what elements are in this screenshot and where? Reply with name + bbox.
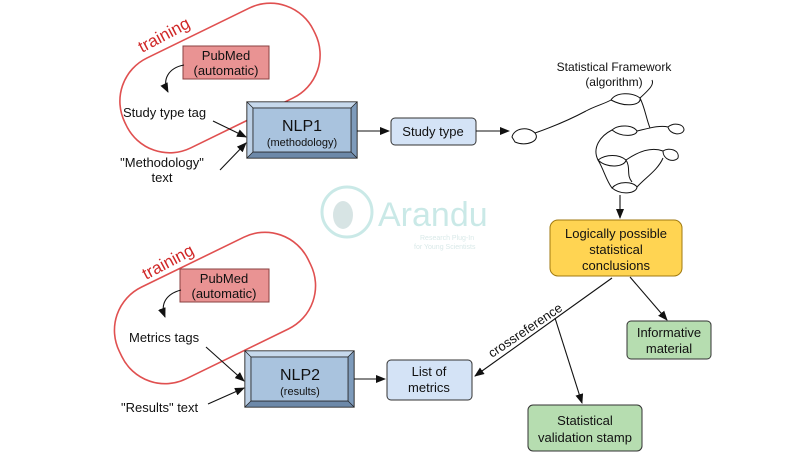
stamp-line1: Statistical [557, 413, 613, 428]
top-training-group: training PubMed (automatic) Study type t… [119, 2, 321, 154]
conclusions-to-stamp-arrow [554, 317, 584, 404]
bottom-tag-label: Metrics tags [129, 330, 200, 345]
informative-box [626, 320, 712, 360]
bottom-text-label: "Results" text [121, 400, 199, 415]
conclusions-to-informative-arrow [629, 276, 668, 321]
bottom-pubmed-arrow [158, 289, 182, 318]
watermark-name: Arandu [378, 196, 488, 234]
nlp1-title: NLP1 [282, 118, 322, 135]
arandu-figure-icon [333, 201, 353, 229]
top-pubmed-line1: PubMed [202, 48, 250, 63]
top-pubmed-box [182, 45, 270, 80]
conclusions-line2: statistical [589, 242, 643, 257]
watermark-tagline-2: for Young Scientists [414, 244, 476, 251]
arandu-watermark: Arandu Research Plug-In for Young Scient… [320, 185, 488, 251]
bottom-pubmed-box [179, 268, 270, 303]
bottom-tag-arrow [205, 346, 245, 382]
crossreference-arrow [474, 277, 613, 377]
top-text-line2: text [152, 170, 173, 185]
top-tag-arrow [212, 120, 247, 138]
top-tag-label: Study type tag [123, 105, 206, 120]
conclusions-box [549, 219, 683, 277]
nlp2-box: NLP2 (results) [244, 350, 355, 408]
top-pubmed-arrow [160, 64, 185, 93]
informative-line2: material [646, 341, 692, 356]
framework-title: Statistical Framework [557, 60, 673, 74]
stamp-line2: validation stamp [538, 430, 632, 445]
top-text-arrow [219, 142, 247, 171]
arandu-logo-icon [320, 185, 374, 239]
nlp1-subtitle: (methodology) [267, 137, 337, 149]
conclusions-line1: Logically possible [565, 226, 667, 241]
bottom-training-outline [113, 231, 317, 385]
watermark-tagline-1: Research Plug-In [420, 235, 474, 242]
study-type-label: Study type [402, 124, 463, 139]
bottom-text-arrow [207, 387, 245, 405]
stamp-box [527, 404, 643, 452]
bottom-training-group: training PubMed (automatic) Metrics tags [113, 231, 317, 385]
framework-graph-icon [511, 79, 685, 194]
informative-line1: Informative [637, 325, 701, 340]
framework-subtitle: (algorithm) [585, 75, 642, 89]
conclusions-line3: conclusions [582, 258, 650, 273]
top-training-outline [119, 2, 321, 154]
top-pubmed-line2: (automatic) [193, 63, 258, 78]
metrics-line1: List of [412, 364, 447, 379]
nlp2-subtitle: (results) [280, 386, 320, 398]
top-text-line1: "Methodology" [120, 155, 204, 170]
bottom-pubmed-line1: PubMed [200, 271, 248, 286]
bottom-pubmed-line2: (automatic) [191, 286, 256, 301]
nlp2-title: NLP2 [280, 367, 320, 384]
nlp1-box: NLP1 (methodology) [246, 101, 358, 159]
crossreference-label: crossreference [485, 300, 565, 361]
metrics-box [386, 359, 473, 401]
metrics-line2: metrics [408, 380, 450, 395]
